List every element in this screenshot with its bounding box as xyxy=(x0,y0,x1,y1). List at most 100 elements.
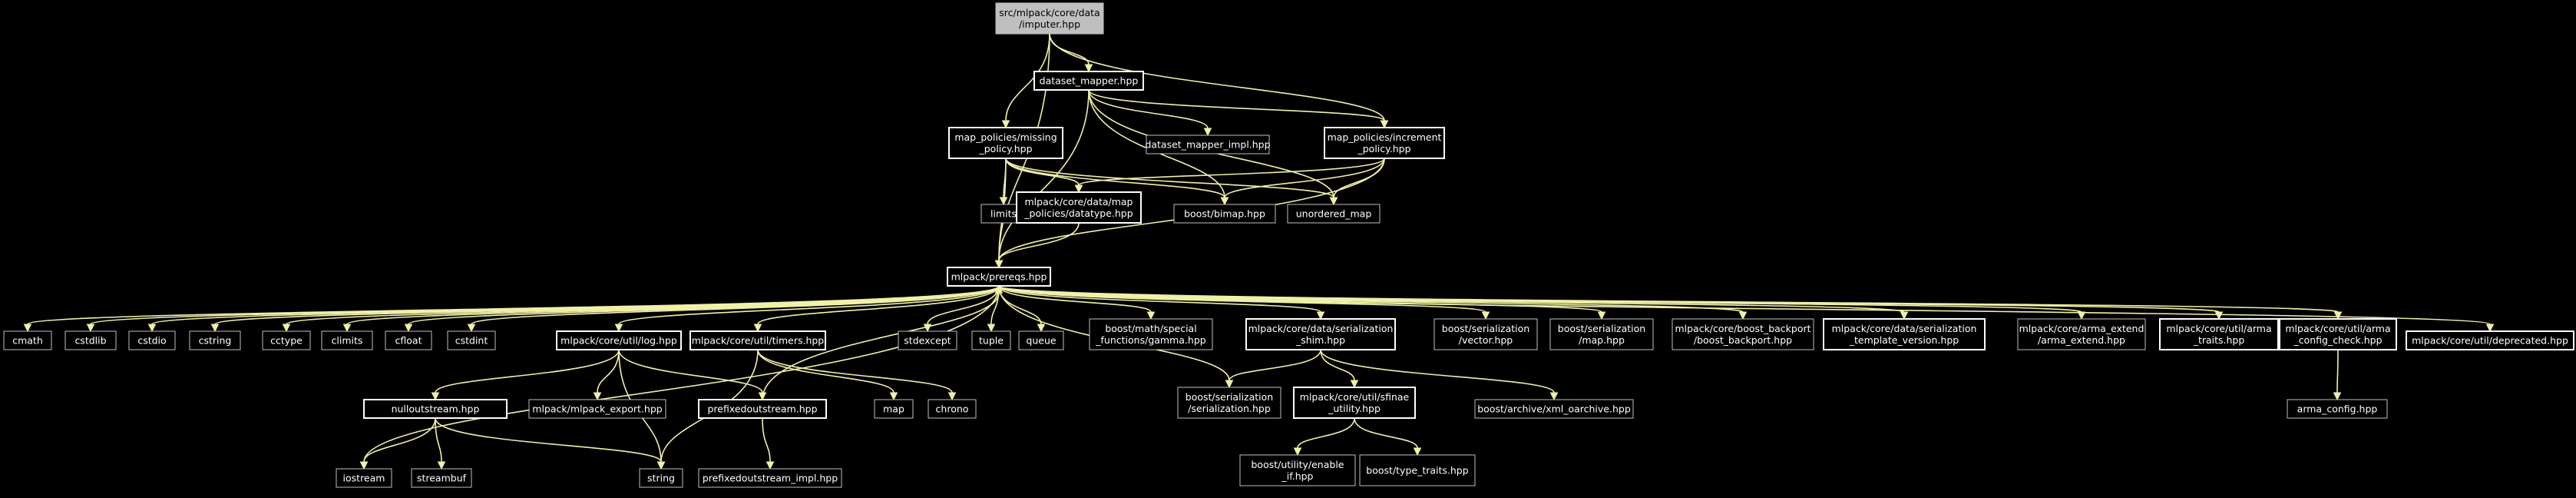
node-mlpack-core-arma-extend-arma-extend-hpp[interactable]: mlpack/core/arma_extend/arma_extend.hpp xyxy=(2017,318,2146,350)
node-boost-serialization-serialization-hpp[interactable]: boost/serialization/serialization.hpp xyxy=(1177,387,1281,419)
node-label-line: _policy.hpp xyxy=(1357,143,1410,154)
node-box xyxy=(698,399,827,419)
node-mlpack-core-util-arma-config-check-hpp[interactable]: mlpack/core/util/arma_config_check.hpp xyxy=(2279,318,2397,350)
node-mlpack-core-data-serialization-template-version-hpp[interactable]: mlpack/core/data/serialization_template_… xyxy=(1823,318,1986,350)
node-streambuf[interactable]: streambuf xyxy=(411,468,472,488)
node-iostream[interactable]: iostream xyxy=(336,468,392,488)
node-label-line: src/mlpack/core/data xyxy=(999,7,1100,18)
node-map-policies-increment-policy-hpp[interactable]: map_policies/increment_policy.hpp xyxy=(1324,127,1445,159)
edge-arrowhead xyxy=(614,324,623,333)
node-mlpack-core-data-map-policies-datatype-hpp[interactable]: mlpack/core/data/map_policies/datatype.h… xyxy=(1016,191,1142,224)
node-label-line: mlpack/core/boost_backport xyxy=(1675,323,1810,334)
edge-prereqs-to-gamma xyxy=(998,285,1156,320)
node-climits[interactable]: climits xyxy=(321,330,373,350)
node-label-line: mlpack/core/data/map xyxy=(1025,196,1133,208)
edge-prefixed-to-prereqs xyxy=(762,284,1004,400)
node-mlpack-core-util-sfinae-utility-hpp[interactable]: mlpack/core/util/sfinae_utility.hpp xyxy=(1293,387,1416,419)
node-nulloutstream-hpp[interactable]: nulloutstream.hpp xyxy=(363,399,508,419)
node-box xyxy=(411,468,472,488)
node-cctype[interactable]: cctype xyxy=(262,330,311,350)
edge-line xyxy=(1088,89,1385,121)
node-dataset-mapper-impl-hpp[interactable]: dataset_mapper_impl.hpp xyxy=(1145,134,1271,154)
node-mlpack-core-boost-backport-boost-backport-hpp[interactable]: mlpack/core/boost_backport/boost_backpor… xyxy=(1672,318,1814,350)
node-boost-math-special-functions-gamma-hpp[interactable]: boost/math/special_functions/gamma.hpp xyxy=(1089,318,1213,350)
node-label-line: mlpack/prereqs.hpp xyxy=(951,271,1047,283)
edge-nullout-to-streambuf xyxy=(435,417,446,470)
node-cstdio[interactable]: cstdio xyxy=(128,330,176,350)
edge-line xyxy=(998,89,1090,261)
node-mlpack-mlpack-export-hpp[interactable]: mlpack/mlpack_export.hpp xyxy=(528,399,666,419)
edge-prereqs-to-log xyxy=(614,285,1000,333)
node-boost-serialization-vector-hpp[interactable]: boost/serialization/vector.hpp xyxy=(1433,318,1538,350)
edge-line xyxy=(757,349,953,393)
node-prefixedoutstream-hpp[interactable]: prefixedoutstream.hpp xyxy=(698,399,827,419)
node-box xyxy=(639,468,683,488)
edge-arrowhead xyxy=(1316,311,1325,320)
node-string[interactable]: string xyxy=(639,468,683,488)
edge-line xyxy=(597,349,620,393)
node-box xyxy=(1672,318,1814,350)
node-label-line: stdexcept xyxy=(904,335,951,347)
node-boost-serialization-map-hpp[interactable]: boost/serialization/map.hpp xyxy=(1549,318,1654,350)
node-label-line: prefixedoutstream_impl.hpp xyxy=(703,473,838,484)
node-label-line: mlpack/core/util/log.hpp xyxy=(561,335,677,347)
node-label-line: boost/math/special xyxy=(1105,323,1196,334)
node-mlpack-core-util-arma-traits-hpp[interactable]: mlpack/core/util/arma_traits.hpp xyxy=(2159,318,2279,350)
node-stdexcept[interactable]: stdexcept xyxy=(898,330,957,350)
node-box xyxy=(898,330,957,350)
edge-sfinae-to-enableif xyxy=(1293,417,1355,456)
node-map[interactable]: map xyxy=(874,399,914,419)
node-dataset-mapper-hpp[interactable]: dataset_mapper.hpp xyxy=(1033,71,1144,91)
node-cfloat[interactable]: cfloat xyxy=(385,330,432,350)
edge-prereqs-to-timers xyxy=(753,285,1000,333)
node-cstring[interactable]: cstring xyxy=(189,330,241,350)
node-box xyxy=(1433,318,1538,350)
node-map-policies-missing-policy-hpp[interactable]: map_policies/missing_policy.hpp xyxy=(948,127,1063,159)
node-label-line: _if.hpp xyxy=(1281,470,1314,482)
node-mlpack-prereqs-hpp[interactable]: mlpack/prereqs.hpp xyxy=(947,267,1051,287)
node-queue[interactable]: queue xyxy=(1018,330,1064,350)
edge-arrowhead xyxy=(23,324,32,333)
node-box xyxy=(528,399,666,419)
edge-line xyxy=(998,285,2339,313)
node-boost-utility-enable-if-hpp[interactable]: boost/utility/enable_if.hpp xyxy=(1239,454,1356,486)
edge-incr-to-datatype xyxy=(1074,158,1385,194)
node-chrono[interactable]: chrono xyxy=(928,399,977,419)
node-unordered-map[interactable]: unordered_map xyxy=(1287,204,1381,224)
edge-line xyxy=(1320,349,1355,381)
edge-arrowhead xyxy=(1220,197,1229,206)
node-boost-bimap-hpp[interactable]: boost/bimap.hpp xyxy=(1173,204,1276,224)
node-label-line: map_policies/increment xyxy=(1328,131,1442,143)
node-label-line: prefixedoutstream.hpp xyxy=(707,403,817,415)
edge-prereqs-to-shim xyxy=(998,285,1325,320)
node-box xyxy=(1359,454,1476,486)
node-label-line: mlpack/mlpack_export.hpp xyxy=(532,403,662,415)
node-boost-type-traits-hpp[interactable]: boost/type_traits.hpp xyxy=(1359,454,1476,486)
node-prefixedoutstream-impl-hpp[interactable]: prefixedoutstream_impl.hpp xyxy=(698,468,842,488)
edge-line xyxy=(1354,417,1418,449)
node-boost-archive-xml-oarchive-hpp[interactable]: boost/archive/xml_oarchive.hpp xyxy=(1474,399,1634,419)
node-cstdlib[interactable]: cstdlib xyxy=(64,330,117,350)
node-mlpack-core-util-deprecated-hpp[interactable]: mlpack/core/util/deprecated.hpp xyxy=(2406,330,2574,350)
node-label-line: boost/type_traits.hpp xyxy=(1366,465,1468,476)
node-box xyxy=(64,330,117,350)
node-label-line: boost/utility/enable xyxy=(1252,459,1344,470)
node-tuple[interactable]: tuple xyxy=(971,330,1011,350)
edge-line xyxy=(1088,89,1209,129)
node-arma-config-hpp[interactable]: arma_config.hpp xyxy=(2287,399,2388,419)
node-mlpack-core-util-timers-hpp[interactable]: mlpack/core/util/timers.hpp xyxy=(689,330,826,350)
node-mlpack-core-data-serialization-shim-hpp[interactable]: mlpack/core/data/serialization_shim.hpp xyxy=(1245,318,1396,350)
node-label-line: mlpack/core/util/arma xyxy=(2166,323,2271,334)
node-label-line: mlpack/core/util/timers.hpp xyxy=(692,335,825,347)
edge-arrowhead xyxy=(1037,324,1046,333)
node-label-line: arma_config.hpp xyxy=(2297,403,2378,415)
edge-arrowhead xyxy=(2214,311,2224,320)
edge-line xyxy=(435,349,620,393)
node-cmath[interactable]: cmath xyxy=(3,330,52,350)
node-mlpack-core-util-log-hpp[interactable]: mlpack/core/util/log.hpp xyxy=(556,330,682,350)
node-box xyxy=(2287,399,2388,419)
node-label-line: _functions/gamma.hpp xyxy=(1095,334,1205,346)
node-cstdint[interactable]: cstdint xyxy=(447,330,496,350)
